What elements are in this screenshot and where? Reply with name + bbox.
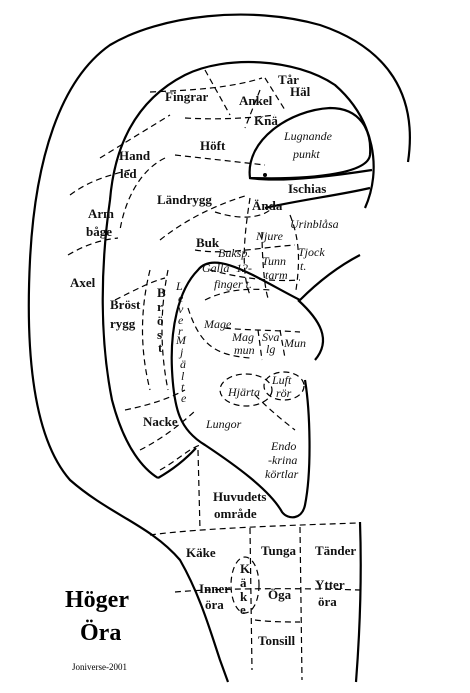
label-luft-2: rör: [276, 386, 292, 400]
label-brost-v4: t: [158, 340, 163, 355]
label-endo-2: -krina: [268, 453, 297, 467]
outer-ear-outline: [27, 13, 411, 683]
label-lever-v3: e: [178, 313, 184, 327]
label-mun: Mun: [283, 336, 306, 350]
label-endo-1: Endo: [270, 439, 296, 453]
tragus-outline: [157, 447, 197, 479]
label-tjock-1: Tjock: [298, 245, 325, 259]
lugnande-dot: [263, 173, 267, 177]
lobe-right-outline: [354, 521, 362, 683]
label-buk: Buk: [196, 235, 220, 250]
label-sva-1: Sva: [262, 330, 279, 344]
label-mjalte-v2: ä: [180, 357, 186, 371]
label-landrygg: Ländrygg: [157, 192, 212, 207]
label-ytter-2: öra: [318, 594, 337, 609]
label-led: led: [120, 166, 137, 181]
label-hal: Häl: [290, 84, 311, 99]
label-brost-v3: s: [157, 327, 162, 342]
zone-dividers: [67, 69, 361, 681]
label-urinblasa: Urinblåsa: [290, 217, 339, 231]
title-line-2: Öra: [80, 620, 121, 646]
credit: Joniverse-2001: [72, 662, 127, 672]
label-ankel: Ankel: [239, 93, 273, 108]
label-lugnande-1: Lugnande: [283, 129, 333, 143]
label-lever-v4: r: [178, 324, 183, 338]
label-tjock-2: t.: [300, 259, 306, 273]
label-nacke: Nacke: [143, 414, 178, 429]
label-hand: Hand: [119, 148, 151, 163]
label-buksp: Buksp.: [218, 246, 250, 260]
label-tander: Tänder: [315, 543, 356, 558]
label-inner-1: Inner: [199, 581, 230, 596]
label-mjalte-v3: l: [181, 369, 185, 383]
label-mag-1: Mag: [231, 330, 254, 344]
label-kna: Knä: [254, 113, 278, 128]
luftror-oval: [263, 371, 305, 401]
label-huvud-2: område: [214, 506, 257, 521]
ischias-band-lower: [264, 186, 371, 210]
label-axel: Axel: [70, 275, 96, 290]
label-galla: Galla: [202, 261, 229, 275]
label-lever-v2: v: [178, 302, 184, 316]
kake-vertical-oval: [230, 556, 260, 614]
label-endo-3: körtlar: [265, 467, 299, 481]
label-mage: Mage: [203, 317, 232, 331]
hjarta-oval: [219, 373, 273, 407]
label-arm: Arm: [88, 206, 114, 221]
label-oga: Öga: [268, 587, 292, 602]
label-tolv-1: 12-: [236, 261, 252, 275]
label-mjalte-v4: t: [181, 380, 185, 394]
label-lungor: Lungor: [205, 417, 242, 431]
label-tonsill: Tonsill: [258, 633, 295, 648]
label-kake-v1: ä: [240, 575, 247, 590]
label-lever-v1: e: [178, 291, 184, 305]
label-brost-v2: ö: [157, 313, 164, 328]
title-line-1: Höger: [65, 587, 129, 613]
label-mjalte-v0: M: [175, 333, 187, 347]
label-tunga: Tunga: [261, 543, 296, 558]
label-lever-v0: L: [175, 279, 183, 293]
label-hoft: Höft: [200, 138, 226, 153]
label-brost-v1: r: [157, 299, 163, 314]
label-luft-1: Luft: [271, 373, 292, 387]
label-huvud-1: Huvudets: [213, 489, 266, 504]
label-bage: båge: [86, 224, 112, 239]
label-fingrar: Fingrar: [165, 89, 209, 104]
label-lugnande-2: punkt: [292, 147, 320, 161]
label-kake-v0: K: [240, 561, 251, 576]
label-mag-2: mun: [234, 343, 255, 357]
label-brostrygg-1: Bröst: [110, 297, 141, 312]
label-hjarta: Hjärta: [227, 385, 260, 399]
label-kake: Käke: [186, 545, 216, 560]
label-ytter-1: Ytter: [315, 577, 345, 592]
inner-helix-rim: [101, 61, 375, 479]
label-kake-v3: e: [240, 602, 246, 617]
helix-crus: [297, 299, 325, 361]
label-tarm: tarm: [265, 268, 288, 282]
label-kake-v2: k: [240, 589, 248, 604]
label-ischias: Ischias: [288, 181, 326, 196]
lugnande-punkt-oval: [248, 106, 372, 180]
label-brostrygg-2: rygg: [110, 316, 136, 331]
label-anda: Ända: [252, 198, 283, 213]
label-sva-2: lg: [266, 342, 275, 356]
label-mjalte-v5: e: [181, 391, 187, 405]
label-brost-v0: B: [157, 285, 166, 300]
label-tolv-2: finger t.: [214, 277, 252, 291]
label-njure: Njure: [255, 229, 284, 243]
label-tar: Tår: [278, 72, 299, 87]
zone-labels: Tår Häl Fingrar Ankel Knä Hand led Höft …: [70, 72, 356, 648]
concha-outline: [170, 254, 361, 519]
label-inner-2: öra: [205, 597, 224, 612]
label-mjalte-v1: j: [178, 345, 184, 359]
label-tunn: Tunn: [262, 254, 286, 268]
